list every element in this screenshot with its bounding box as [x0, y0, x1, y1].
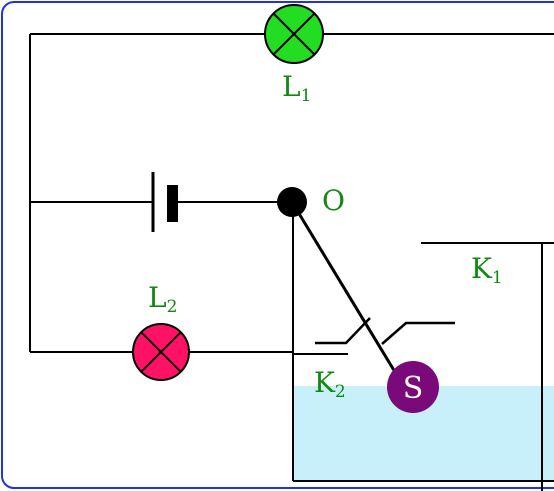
- lamp-l2: [132, 323, 190, 381]
- label-s: S: [403, 371, 424, 406]
- label-k2: K2: [314, 366, 346, 402]
- label-l2: L2: [148, 281, 177, 317]
- battery-negative-plate: [167, 185, 178, 222]
- lamp-l1: [264, 4, 324, 64]
- label-l1: L1: [282, 70, 311, 106]
- label-o: O: [322, 184, 345, 217]
- moving-contact-upper: [381, 321, 455, 345]
- label-k1: K1: [471, 252, 503, 288]
- float-s: [387, 361, 439, 413]
- moving-contact-lower: [315, 317, 371, 345]
- lever-rod: [290, 201, 397, 373]
